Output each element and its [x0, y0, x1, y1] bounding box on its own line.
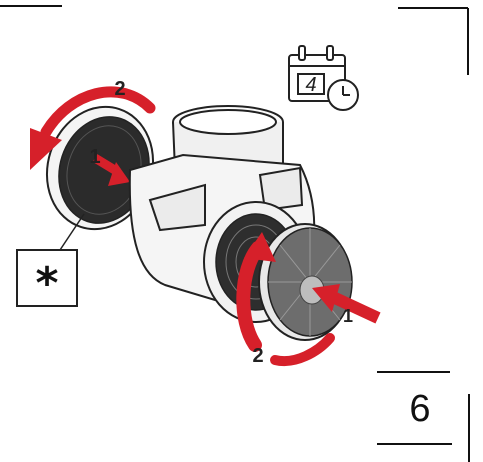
right-carbon-filter [259, 224, 352, 340]
calendar-clock-icon [289, 46, 358, 110]
left-step2-label: 2 [114, 78, 125, 100]
left-step1-label: 1 [89, 146, 100, 168]
calendar-number: 4 [305, 74, 316, 96]
page-number: 6 [395, 385, 445, 433]
right-step2-label: 2 [252, 345, 263, 367]
asterisk-icon: * [35, 258, 58, 309]
right-step1-label: 1 [343, 306, 353, 326]
